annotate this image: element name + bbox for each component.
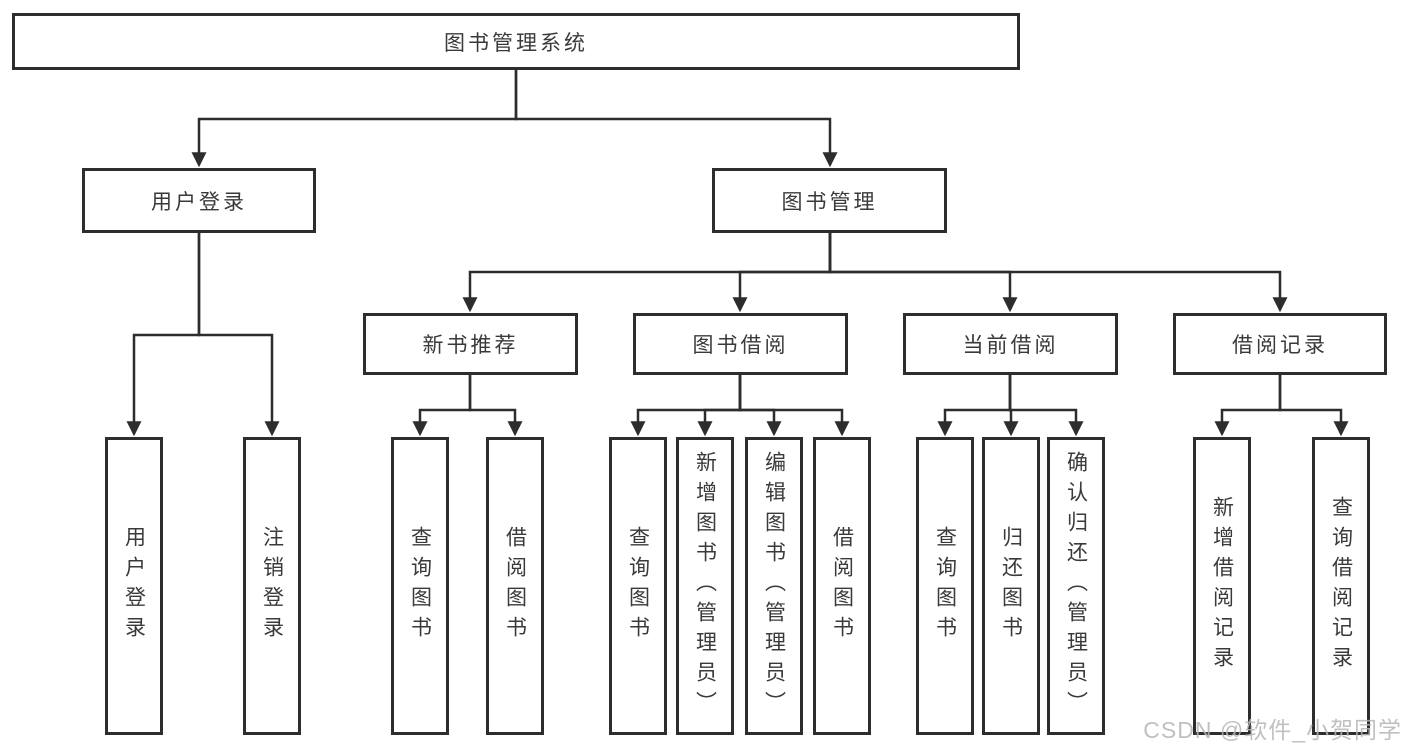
leaf-br-query-record: 查询借阅记录 xyxy=(1312,437,1370,735)
edge-userlogin-login xyxy=(126,233,201,437)
leaf-nb-query-books-label: 查询图书 xyxy=(408,526,432,646)
node-user-login-label: 用户登录 xyxy=(151,190,247,214)
leaf-nb-borrow-books-label: 借阅图书 xyxy=(503,526,527,646)
edge-br-query xyxy=(1278,375,1349,437)
leaf-nb-query-books: 查询图书 xyxy=(391,437,449,735)
node-book-management: 图书管理 xyxy=(712,168,947,233)
node-book-borrowing-label: 图书借阅 xyxy=(692,334,789,357)
node-new-book-recommend: 新书推荐 xyxy=(363,313,578,375)
edge-bm-bookborrow xyxy=(732,233,832,313)
node-current-borrowing: 当前借阅 xyxy=(903,313,1118,375)
edge-root-user-login xyxy=(191,70,518,168)
edge-bb-add xyxy=(697,375,742,437)
leaf-cb-query-books-label: 查询图书 xyxy=(933,526,957,646)
node-root: 图书管理系统 xyxy=(12,13,1020,70)
edge-userlogin-logout xyxy=(197,233,280,437)
leaf-bb-query-books-label: 查询图书 xyxy=(626,526,650,646)
node-book-management-label: 图书管理 xyxy=(781,190,878,214)
leaf-cb-confirm-return-admin-label: 确认归还（管理员） xyxy=(1064,451,1088,721)
node-current-borrowing-label: 当前借阅 xyxy=(962,334,1059,357)
edge-bb-edit xyxy=(738,375,782,437)
edge-root-book-mgmt xyxy=(514,70,838,168)
leaf-logout-label: 注销登录 xyxy=(260,526,284,646)
leaf-bb-add-books-admin: 新增图书（管理员） xyxy=(676,437,734,735)
leaf-br-add-record: 新增借阅记录 xyxy=(1193,437,1251,735)
leaf-bb-add-books-admin-label: 新增图书（管理员） xyxy=(693,451,717,721)
leaf-cb-return-books: 归还图书 xyxy=(982,437,1040,735)
node-book-borrowing: 图书借阅 xyxy=(633,313,848,375)
edge-bb-query xyxy=(630,375,742,437)
leaf-user-login: 用户登录 xyxy=(105,437,163,735)
leaf-user-login-label: 用户登录 xyxy=(122,526,146,646)
edge-cb-confirm xyxy=(1008,375,1084,437)
leaf-cb-confirm-return-admin: 确认归还（管理员） xyxy=(1047,437,1105,735)
leaf-nb-borrow-books: 借阅图书 xyxy=(486,437,544,735)
leaf-bb-edit-books-admin: 编辑图书（管理员） xyxy=(745,437,803,735)
edge-br-add xyxy=(1214,375,1282,437)
node-root-label: 图书管理系统 xyxy=(444,31,588,55)
leaf-bb-borrow-books-label: 借阅图书 xyxy=(830,526,854,646)
leaf-logout: 注销登录 xyxy=(243,437,301,735)
leaf-bb-edit-books-admin-label: 编辑图书（管理员） xyxy=(762,451,786,721)
leaf-br-query-record-label: 查询借阅记录 xyxy=(1329,496,1353,676)
edge-nb-borrow xyxy=(468,375,523,437)
leaf-bb-query-books: 查询图书 xyxy=(609,437,667,735)
leaf-br-add-record-label: 新增借阅记录 xyxy=(1210,496,1234,676)
leaf-bb-borrow-books: 借阅图书 xyxy=(813,437,871,735)
csdn-watermark: CSDN @软件_小贺同学 xyxy=(1143,717,1402,743)
leaf-cb-return-books-label: 归还图书 xyxy=(999,526,1023,646)
edge-nb-query xyxy=(412,375,472,437)
node-user-login: 用户登录 xyxy=(82,168,316,233)
edge-cb-query xyxy=(937,375,1012,437)
edge-bb-borrow xyxy=(738,375,850,437)
node-new-book-recommend-label: 新书推荐 xyxy=(422,334,519,357)
edge-bm-borrowrecord xyxy=(828,233,1288,313)
node-borrowing-records-label: 借阅记录 xyxy=(1232,334,1328,357)
leaf-cb-query-books: 查询图书 xyxy=(916,437,974,735)
node-borrowing-records: 借阅记录 xyxy=(1173,313,1387,375)
